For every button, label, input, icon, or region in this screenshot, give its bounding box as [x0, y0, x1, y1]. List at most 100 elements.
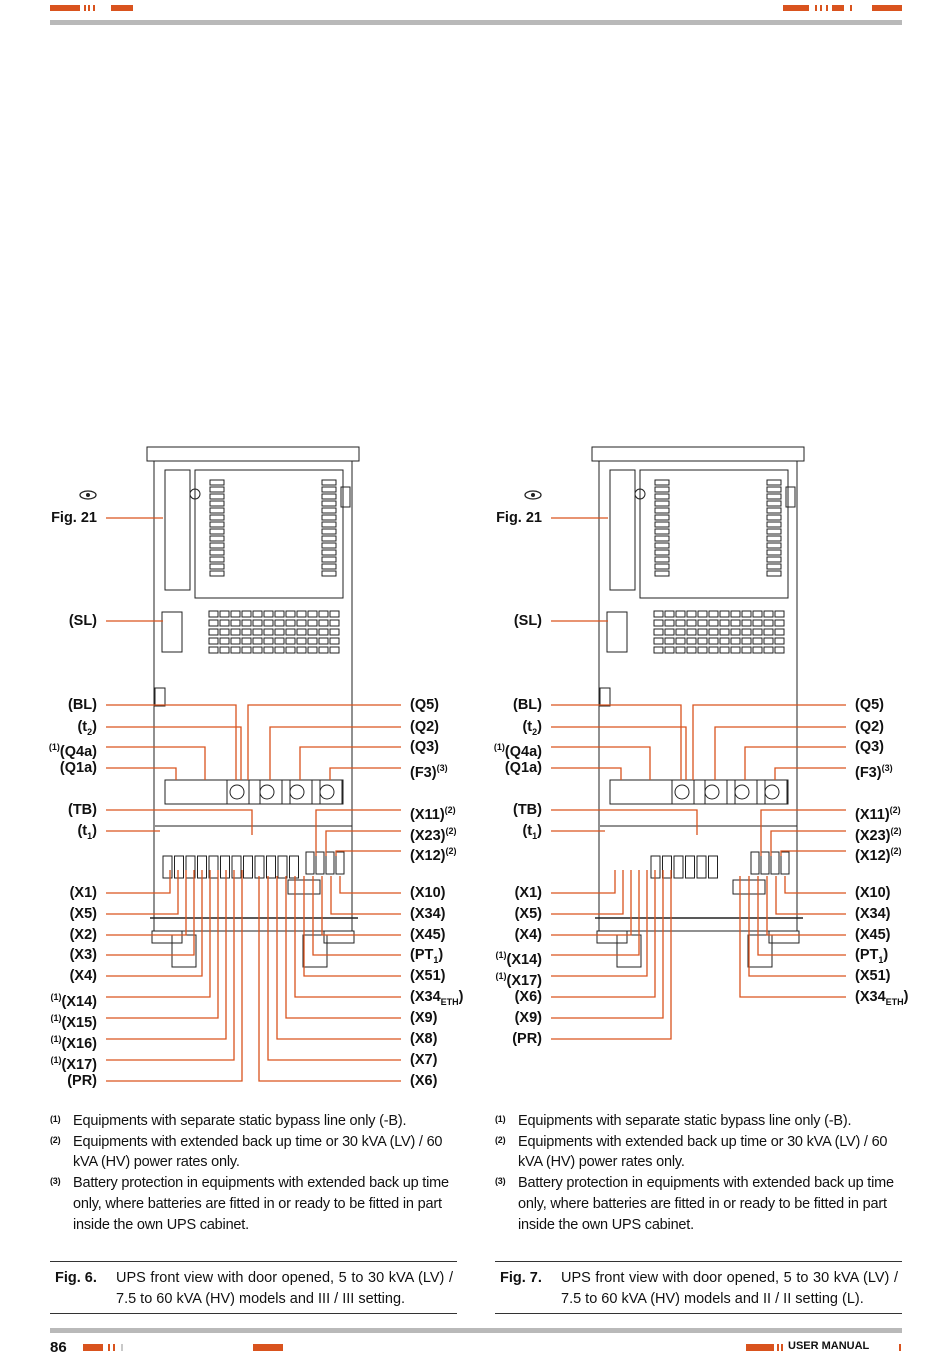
vent-grid-cell	[296, 610, 307, 618]
vent-slot	[654, 521, 670, 528]
vent-grid-cell	[274, 628, 285, 636]
vent-slot	[209, 514, 225, 521]
vent-grid-cell	[730, 637, 741, 645]
leader-line	[106, 704, 237, 780]
vent-slot	[654, 507, 670, 514]
slot-bl	[154, 687, 166, 707]
vent-grid-cell	[219, 637, 230, 645]
vent-grid-cell	[307, 619, 318, 627]
vent-slot	[209, 570, 225, 577]
vent-grid-cell	[219, 646, 230, 654]
leader-line	[551, 767, 622, 780]
wheel-left	[171, 934, 197, 968]
leader-line	[267, 876, 401, 1061]
vent-grid-cell	[719, 628, 730, 636]
vent-grid-cell	[763, 619, 774, 627]
left-callout: (1)(X15)	[50, 1013, 97, 1031]
vent-grid-cell	[230, 619, 241, 627]
vent-slot	[321, 493, 337, 500]
vent-slot	[209, 556, 225, 563]
vent-grid-cell	[741, 628, 752, 636]
cabinet-body	[153, 460, 353, 932]
upper-panel	[194, 469, 344, 599]
left-callout: (Q1a)	[504, 760, 542, 776]
vent-grid-cell	[318, 610, 329, 618]
status-led	[634, 488, 646, 500]
vent-grid-cell	[329, 628, 340, 636]
right-callout: (X11)(2)	[410, 805, 456, 823]
vent-grid-cell	[708, 619, 719, 627]
label-note-mark: (2)	[889, 805, 901, 815]
vent-slot	[209, 493, 225, 500]
switch-panel	[164, 779, 344, 805]
leader-line	[247, 704, 401, 780]
footnote: (1)Equipments with separate static bypas…	[50, 1111, 457, 1132]
vent-slot	[654, 528, 670, 535]
vent-grid-cell	[329, 610, 340, 618]
foot	[768, 930, 800, 944]
vent-grid-cell	[664, 637, 675, 645]
leader-line	[106, 726, 242, 780]
footnotes-fig6: (1)Equipments with separate static bypas…	[50, 1111, 457, 1235]
terminal-block	[708, 855, 718, 879]
leader-line	[106, 809, 253, 835]
rotary-switch	[734, 779, 758, 805]
vent-slot	[321, 528, 337, 535]
slot-bl	[599, 687, 611, 707]
left-callout: (BL)	[513, 697, 542, 713]
terminal-block-right	[315, 851, 325, 875]
vent-grid-cell	[752, 610, 763, 618]
vent-slot	[654, 535, 670, 542]
terminal-block	[231, 855, 242, 879]
vent-grid-cell	[763, 628, 774, 636]
vent-grid-cell	[741, 646, 752, 654]
rotary-switch	[704, 779, 728, 805]
footnote: (2)Equipments with extended back up time…	[50, 1132, 457, 1173]
caption-fig7: Fig. 7. UPS front view with door opened,…	[495, 1261, 902, 1315]
vent-grid-cell	[208, 637, 219, 645]
vent-grid-cell	[675, 628, 686, 636]
right-callout: (X10)	[855, 885, 891, 901]
vent-grid-cell	[708, 610, 719, 618]
label-note-mark: (1)	[50, 1034, 62, 1044]
vent-grid-cell	[697, 637, 708, 645]
terminal-block-right	[780, 851, 790, 875]
vent-grid-cell	[730, 628, 741, 636]
leader-line	[106, 870, 219, 1019]
vent-grid-cell	[752, 619, 763, 627]
footnote-text: Equipments with extended back up time or…	[518, 1133, 888, 1171]
wheel-left	[616, 934, 642, 968]
vent-grid-cell	[664, 628, 675, 636]
right-callout: (Q3)	[410, 739, 439, 755]
leader-line	[106, 870, 195, 956]
leader-line	[312, 876, 401, 956]
terminal-block	[185, 855, 196, 879]
leader-line	[303, 876, 401, 977]
vent-slot	[654, 493, 670, 500]
cabinet-body	[598, 460, 798, 932]
left-callout: (X6)	[514, 989, 542, 1005]
right-callout: (Q3)	[855, 739, 884, 755]
vent-slot	[766, 500, 782, 507]
terminal-block-right	[760, 851, 770, 875]
right-callout: (X23)(2)	[410, 826, 457, 844]
leader-line	[748, 876, 846, 977]
switch-knob	[319, 784, 335, 800]
vent-grid-cell	[752, 628, 763, 636]
vent-grid-cell	[686, 628, 697, 636]
leader-line	[551, 870, 656, 998]
left-callout: (t1)	[522, 823, 542, 841]
leader-line	[714, 726, 846, 780]
vent-grid-cell	[664, 619, 675, 627]
switch-knob	[734, 784, 750, 800]
vent-slot	[766, 528, 782, 535]
control-panel	[609, 469, 636, 591]
footnote-mark: (1)	[495, 1114, 506, 1124]
vent-grid-cell	[697, 646, 708, 654]
leader-line	[330, 876, 401, 915]
vent-grid-cell	[675, 646, 686, 654]
leader-line	[329, 767, 401, 780]
left-callout: (SL)	[68, 613, 97, 629]
terminal-block	[696, 855, 707, 879]
terminal-block	[266, 855, 276, 879]
